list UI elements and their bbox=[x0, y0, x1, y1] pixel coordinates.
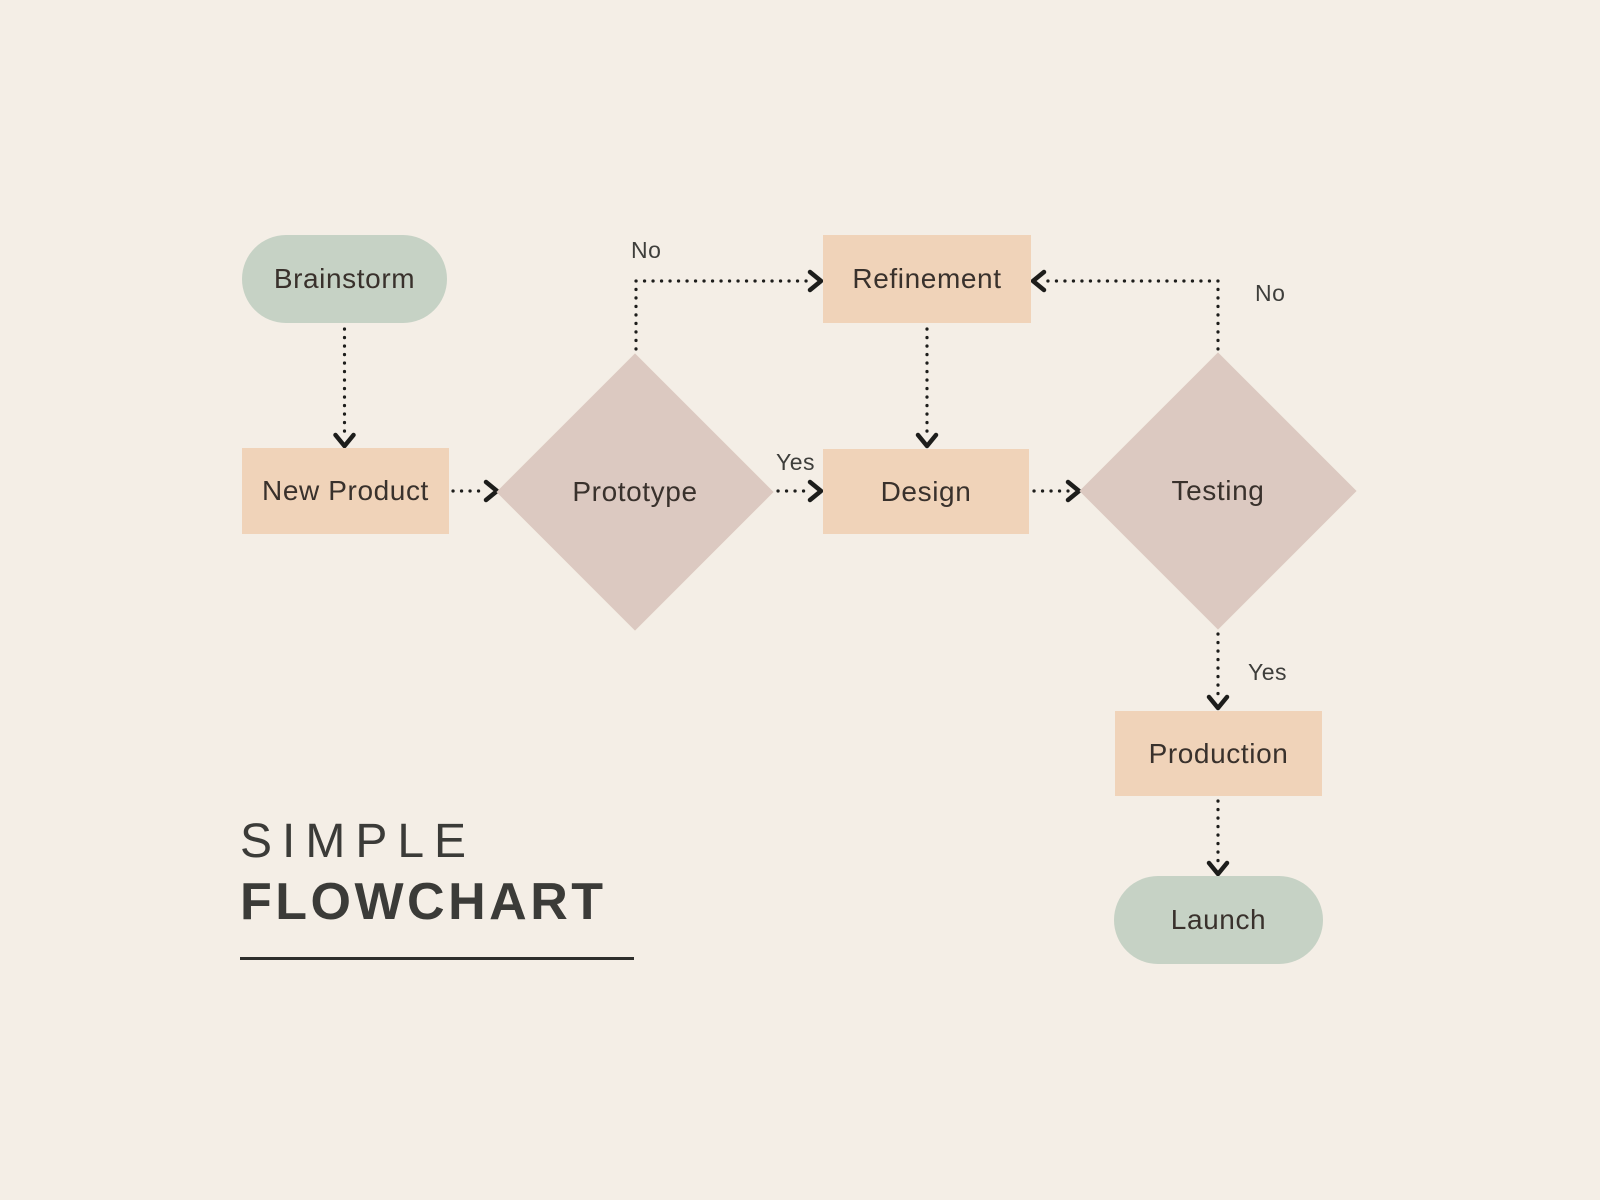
arrowhead-brainstorm-new-product bbox=[333, 432, 356, 449]
arrowhead-production-launch bbox=[1206, 860, 1230, 877]
arrowhead-testing-refinement bbox=[1030, 269, 1047, 293]
edge-label-prototype-no: No bbox=[631, 237, 662, 263]
arrowhead-prototype-design bbox=[807, 479, 824, 503]
node-launch: Launch bbox=[1114, 876, 1323, 964]
node-brainstorm-label: Brainstorm bbox=[273, 263, 416, 294]
edge-testing-refinement bbox=[1042, 279, 1220, 351]
node-testing-label: Testing bbox=[1171, 475, 1265, 506]
arrowhead-prototype-refinement bbox=[807, 269, 824, 293]
node-design-label: Design bbox=[880, 475, 972, 507]
node-brainstorm: Brainstorm bbox=[242, 235, 447, 323]
title-line2: FLOWCHART bbox=[240, 873, 607, 931]
node-production: Production bbox=[1115, 711, 1322, 796]
node-launch-label: Launch bbox=[1170, 904, 1267, 935]
node-refinement-label: Refinement bbox=[852, 263, 1002, 294]
title-underline bbox=[240, 957, 634, 960]
arrowhead-new-product-prototype bbox=[483, 479, 500, 503]
node-prototype: Prototype bbox=[496, 353, 774, 631]
node-new-product-label: New Product bbox=[262, 475, 429, 506]
node-refinement: Refinement bbox=[823, 235, 1031, 323]
node-design: Design bbox=[823, 449, 1029, 534]
node-new-product: New Product bbox=[242, 448, 449, 534]
edge-label-prototype-yes: Yes bbox=[776, 449, 816, 475]
arrowhead-refinement-design bbox=[915, 432, 939, 449]
arrowhead-design-testing bbox=[1065, 479, 1082, 503]
edge-label-testing-no: No bbox=[1255, 280, 1286, 306]
node-testing: Testing bbox=[1079, 352, 1357, 630]
title-line1: SIMPLE bbox=[240, 815, 477, 868]
node-prototype-label: Prototype bbox=[572, 476, 698, 507]
arrowhead-testing-production bbox=[1206, 694, 1230, 711]
edge-prototype-refinement bbox=[634, 279, 812, 351]
edge-label-testing-yes: Yes bbox=[1248, 659, 1288, 685]
node-production-label: Production bbox=[1148, 737, 1289, 769]
